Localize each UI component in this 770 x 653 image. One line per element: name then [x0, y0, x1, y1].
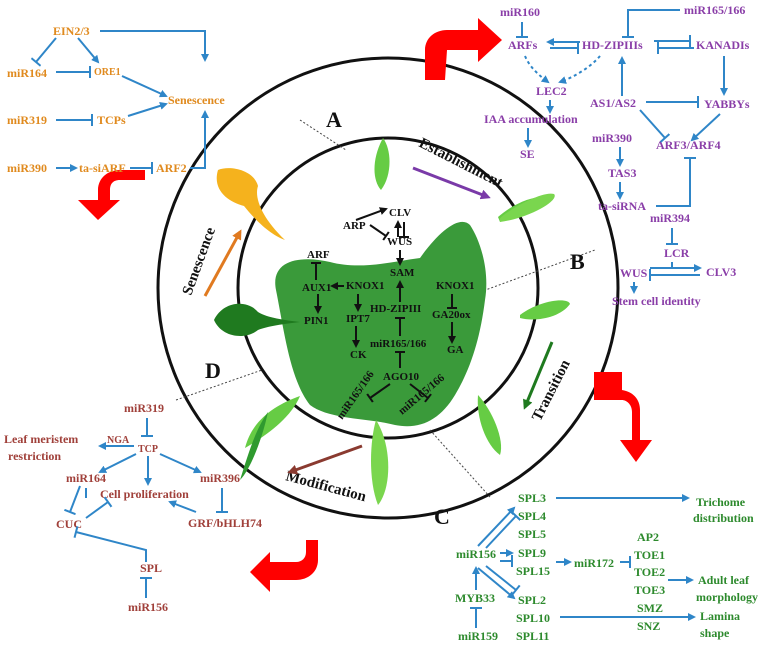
arrow-transition [523, 341, 554, 410]
mod-grf-bhlh74: GRF/bHLH74 [188, 516, 262, 530]
center-wus: WUS [387, 236, 412, 248]
sen-ore1: ORE1 [94, 67, 121, 78]
trans-spl3: SPL3 [518, 491, 546, 505]
mod-spl: SPL [140, 561, 162, 575]
panel-transition-network: SPL3 SPL4 SPL5 Trichome distribution AP2… [455, 491, 758, 643]
node-arfs: ARFs [508, 38, 538, 52]
stage-letter-a: A [326, 107, 342, 132]
arrow-establishment [412, 166, 491, 200]
mod-leaf-meristem: Leaf meristem [4, 432, 78, 446]
trans-spl2: SPL2 [518, 593, 546, 607]
center-ga: GA [447, 344, 464, 356]
red-arrows [78, 18, 652, 592]
panel-establishment-network: miR160 miR165/166 ARFs HD-ZIPIIIs KANADI… [484, 3, 750, 308]
node-mir165-166: miR165/166 [684, 3, 745, 17]
node-clv3: CLV3 [706, 265, 736, 279]
trans-toe3: TOE3 [634, 583, 665, 597]
center-ga20ox: GA20ox [432, 309, 471, 321]
center-knox1-right: KNOX1 [436, 280, 475, 292]
trans-morphology: morphology [696, 590, 758, 604]
center-clv: CLV [389, 207, 411, 219]
mod-mir396: miR396 [200, 471, 240, 485]
node-wus: WUS [620, 266, 648, 280]
trans-spl15: SPL15 [516, 564, 550, 578]
node-mir394: miR394 [650, 211, 690, 225]
sen-ta-siarf: ta-siARF [79, 161, 126, 175]
mod-mir164: miR164 [66, 471, 106, 485]
node-hd-zipiiis: HD-ZIPIIIs [582, 38, 643, 52]
stage-letter-d: D [205, 358, 221, 383]
trans-mir156: miR156 [456, 547, 496, 561]
stage-letter-b: B [570, 249, 585, 274]
node-yabbys: YABBYs [704, 97, 750, 111]
meristem-shape [275, 221, 487, 427]
center-pin1: PIN1 [304, 315, 328, 327]
node-se: SE [520, 147, 535, 161]
trans-toe1: TOE1 [634, 548, 665, 562]
trans-spl11: SPL11 [516, 629, 549, 643]
node-iaa-accumulation: IAA accumulation [484, 112, 578, 126]
trans-trichome: Trichome [696, 495, 746, 509]
mod-tcp: TCP [138, 444, 158, 455]
center-ipt7: IPT7 [346, 313, 370, 325]
sen-mir164: miR164 [7, 66, 47, 80]
trans-spl9: SPL9 [518, 546, 546, 560]
trans-toe2: TOE2 [634, 565, 665, 579]
sen-ein2-3: EIN2/3 [53, 24, 90, 38]
trans-smz: SMZ [637, 601, 663, 615]
center-arf: ARF [307, 249, 330, 261]
mod-restriction: restriction [8, 449, 61, 463]
node-lcr: LCR [664, 246, 690, 260]
node-kanadis: KANADIs [696, 38, 750, 52]
sen-mir319: miR319 [7, 113, 47, 127]
node-lec2: LEC2 [536, 84, 567, 98]
trans-shape: shape [700, 626, 730, 640]
node-mir390: miR390 [592, 131, 632, 145]
trans-adult-leaf: Adult leaf [698, 573, 750, 587]
mod-cell-proliferation: Cell proliferation [100, 487, 189, 501]
sen-mir390: miR390 [7, 161, 47, 175]
center-arp: ARP [343, 220, 366, 232]
trans-snz: SNZ [637, 619, 660, 633]
panel-modification-network: miR319 Leaf meristem restriction NGA TCP… [4, 401, 262, 614]
trans-lamina: Lamina [700, 609, 740, 623]
center-sam: SAM [390, 267, 415, 279]
node-ta-sirna: ta-siRNA [598, 199, 646, 213]
mod-mir156: miR156 [128, 600, 168, 614]
node-mir160: miR160 [500, 5, 540, 19]
center-ck: CK [350, 349, 367, 361]
arrow-modification [287, 444, 363, 475]
trans-mir172: miR172 [574, 556, 614, 570]
trans-spl4: SPL4 [518, 509, 546, 523]
trans-spl5: SPL5 [518, 527, 546, 541]
node-tas3: TAS3 [608, 166, 636, 180]
mod-nga: NGA [107, 435, 130, 446]
stage-letter-c: C [434, 504, 450, 529]
trans-myb33: MYB33 [455, 591, 495, 605]
node-as1-as2: AS1/AS2 [590, 96, 636, 110]
center-knox1-left: KNOX1 [346, 280, 385, 292]
center-ago10: AGO10 [383, 371, 420, 383]
sen-arf2: ARF2 [156, 161, 187, 175]
trans-mir159: miR159 [458, 629, 498, 643]
mod-mir319: miR319 [124, 401, 164, 415]
sen-tcps: TCPs [97, 113, 126, 127]
arrow-senescence [203, 229, 242, 297]
leaf-illustrations [214, 138, 570, 505]
node-arf3-arf4: ARF3/ARF4 [656, 138, 721, 152]
center-aux1: AUX1 [302, 282, 331, 294]
trans-ap2: AP2 [637, 530, 659, 544]
node-stem-cell-identity: Stem cell identity [612, 294, 701, 308]
sen-senescence: Senescence [168, 93, 225, 107]
center-hdzipiii: HD-ZIPIII [370, 303, 421, 315]
center-mir165: miR165/166 [370, 338, 427, 350]
trans-spl10: SPL10 [516, 611, 550, 625]
panel-senescence-network: EIN2/3 miR164 ORE1 miR319 TCPs Senescenc… [7, 24, 225, 175]
trans-distribution: distribution [693, 511, 754, 525]
mod-cuc: CUC [56, 517, 82, 531]
